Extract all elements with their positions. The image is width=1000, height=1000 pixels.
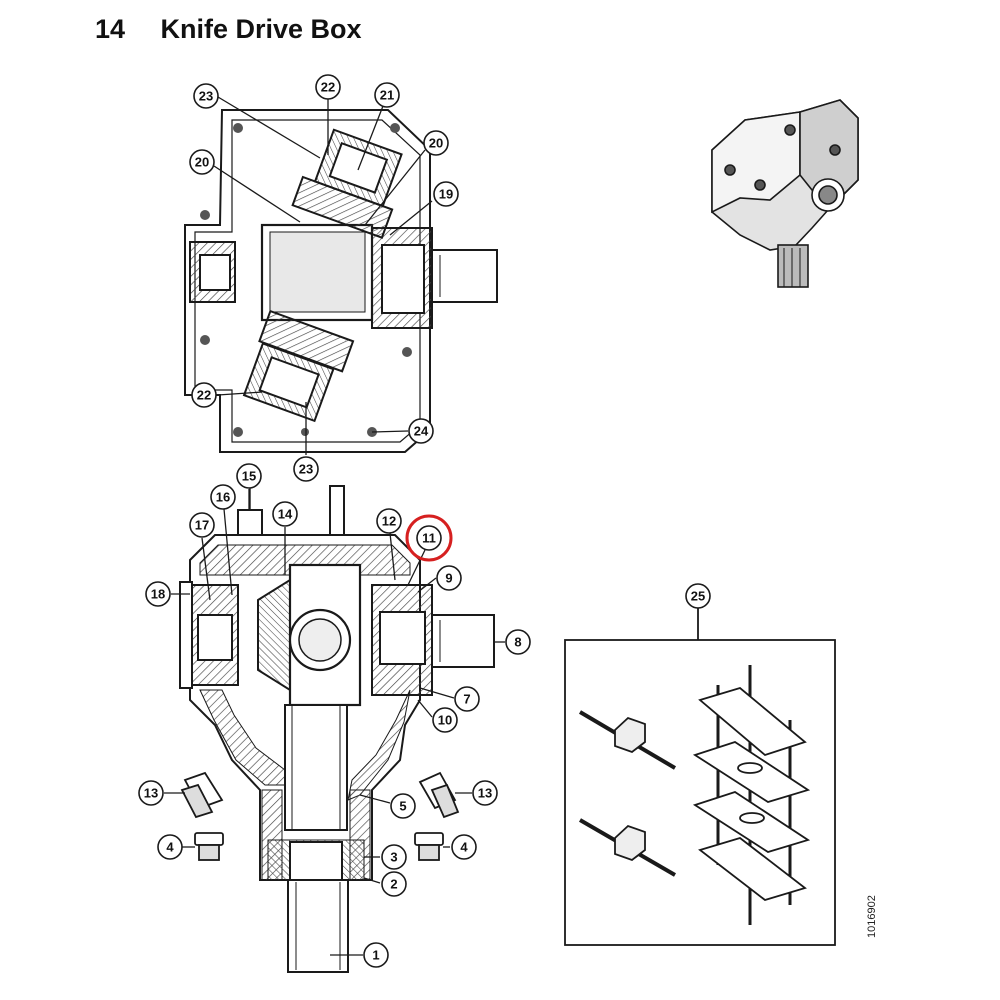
svg-text:23: 23 bbox=[299, 462, 313, 477]
bottom-section-view bbox=[179, 480, 495, 973]
leader-lines bbox=[164, 96, 505, 956]
tool-kit-box bbox=[564, 608, 836, 946]
svg-text:12: 12 bbox=[382, 514, 396, 529]
svg-text:8: 8 bbox=[514, 635, 521, 650]
callout-10: 10 bbox=[432, 707, 458, 733]
callout-19: 19 bbox=[433, 181, 459, 207]
callout-21: 21 bbox=[374, 82, 400, 108]
svg-text:20: 20 bbox=[195, 155, 209, 170]
svg-text:13: 13 bbox=[478, 786, 492, 801]
figure-id: 1016902 bbox=[866, 895, 878, 938]
callout-13: 13 bbox=[138, 780, 164, 806]
svg-text:14: 14 bbox=[278, 507, 293, 522]
callout-4: 4 bbox=[157, 834, 183, 860]
callout-15: 15 bbox=[236, 463, 262, 489]
svg-text:16: 16 bbox=[216, 490, 230, 505]
svg-text:2: 2 bbox=[390, 877, 397, 892]
callout-3: 3 bbox=[381, 844, 407, 870]
svg-text:15: 15 bbox=[242, 469, 256, 484]
page-title: Knife Drive Box bbox=[160, 14, 362, 44]
callout-2: 2 bbox=[381, 871, 407, 897]
svg-text:10: 10 bbox=[438, 713, 452, 728]
svg-text:18: 18 bbox=[151, 587, 165, 602]
highlight-ring bbox=[405, 514, 453, 562]
callouts-top: 23 22 21 20 20 19 22 24 23 bbox=[189, 74, 459, 482]
svg-text:1: 1 bbox=[372, 948, 379, 963]
callout-5: 5 bbox=[390, 793, 416, 819]
page-heading: 14 Knife Drive Box bbox=[95, 14, 362, 45]
svg-text:4: 4 bbox=[460, 840, 468, 855]
svg-text:5: 5 bbox=[399, 799, 406, 814]
callout-18: 18 bbox=[145, 581, 171, 607]
top-section-view bbox=[184, 109, 498, 453]
callout-22: 22 bbox=[315, 74, 341, 100]
gearbox-3d-thumbnail bbox=[711, 99, 859, 288]
callout-24: 24 bbox=[408, 418, 434, 444]
svg-text:19: 19 bbox=[439, 187, 453, 202]
callout-4: 4 bbox=[451, 834, 477, 860]
svg-text:24: 24 bbox=[414, 424, 429, 439]
callout-16: 16 bbox=[210, 484, 236, 510]
callout-7: 7 bbox=[454, 686, 480, 712]
svg-text:7: 7 bbox=[463, 692, 470, 707]
callout-20: 20 bbox=[189, 149, 215, 175]
svg-text:11: 11 bbox=[422, 531, 436, 546]
callout-14: 14 bbox=[272, 501, 298, 527]
callout-25: 25 bbox=[685, 583, 711, 609]
section-number: 14 bbox=[95, 14, 126, 44]
callout-1: 1 bbox=[363, 942, 389, 968]
callout-8: 8 bbox=[505, 629, 531, 655]
svg-text:3: 3 bbox=[390, 850, 397, 865]
callout-13: 13 bbox=[472, 780, 498, 806]
callouts-bottom: 15 16 14 17 12 11 9 18 8 7 10 13 13 5 4 … bbox=[138, 463, 531, 968]
svg-text:20: 20 bbox=[429, 136, 443, 151]
svg-text:13: 13 bbox=[144, 786, 158, 801]
callout-12: 12 bbox=[376, 508, 402, 534]
svg-text:21: 21 bbox=[380, 88, 394, 103]
callout-23: 23 bbox=[293, 456, 319, 482]
svg-text:17: 17 bbox=[195, 518, 209, 533]
callout-17: 17 bbox=[189, 512, 215, 538]
svg-text:23: 23 bbox=[199, 89, 213, 104]
svg-text:22: 22 bbox=[321, 80, 335, 95]
svg-text:4: 4 bbox=[166, 840, 174, 855]
callout-20: 20 bbox=[423, 130, 449, 156]
svg-text:25: 25 bbox=[691, 589, 705, 604]
svg-text:22: 22 bbox=[197, 388, 211, 403]
callout-9: 9 bbox=[436, 565, 462, 591]
callout-23: 23 bbox=[193, 83, 219, 109]
svg-text:9: 9 bbox=[445, 571, 452, 586]
callout-11-highlighted: 11 bbox=[405, 514, 453, 562]
callout-22: 22 bbox=[191, 382, 217, 408]
plug-parts bbox=[180, 771, 460, 861]
